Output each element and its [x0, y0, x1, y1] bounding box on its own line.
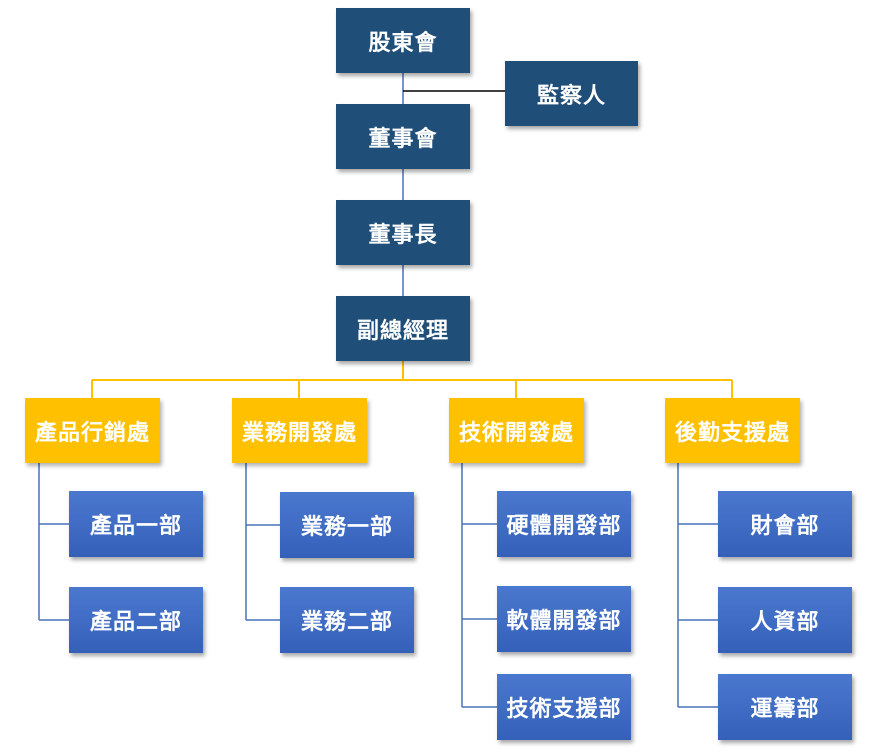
- division-business-development: 業務開發處: [232, 398, 367, 463]
- department-logistics-planning: 運籌部: [718, 674, 852, 740]
- node-vice-gm: 副總經理: [336, 296, 470, 361]
- division-product-marketing: 產品行銷處: [25, 398, 160, 463]
- department-business-1: 業務一部: [280, 492, 414, 558]
- department-business-2: 業務二部: [280, 587, 414, 653]
- node-supervisor: 監察人: [505, 61, 638, 126]
- department-software-development: 軟體開發部: [497, 586, 631, 652]
- department-product-2: 產品二部: [69, 587, 203, 653]
- division-technology-development: 技術開發處: [449, 398, 584, 463]
- department-human-resources: 人資部: [718, 587, 852, 653]
- department-product-1: 產品一部: [69, 491, 203, 557]
- department-technical-support: 技術支援部: [497, 674, 631, 740]
- department-hardware-development: 硬體開發部: [497, 491, 631, 557]
- department-finance-accounting: 財會部: [718, 491, 852, 557]
- node-chairman: 董事長: [336, 200, 470, 265]
- node-shareholders: 股東會: [336, 8, 470, 73]
- division-logistics-support: 後勤支援處: [665, 398, 800, 463]
- node-board: 董事會: [336, 104, 470, 169]
